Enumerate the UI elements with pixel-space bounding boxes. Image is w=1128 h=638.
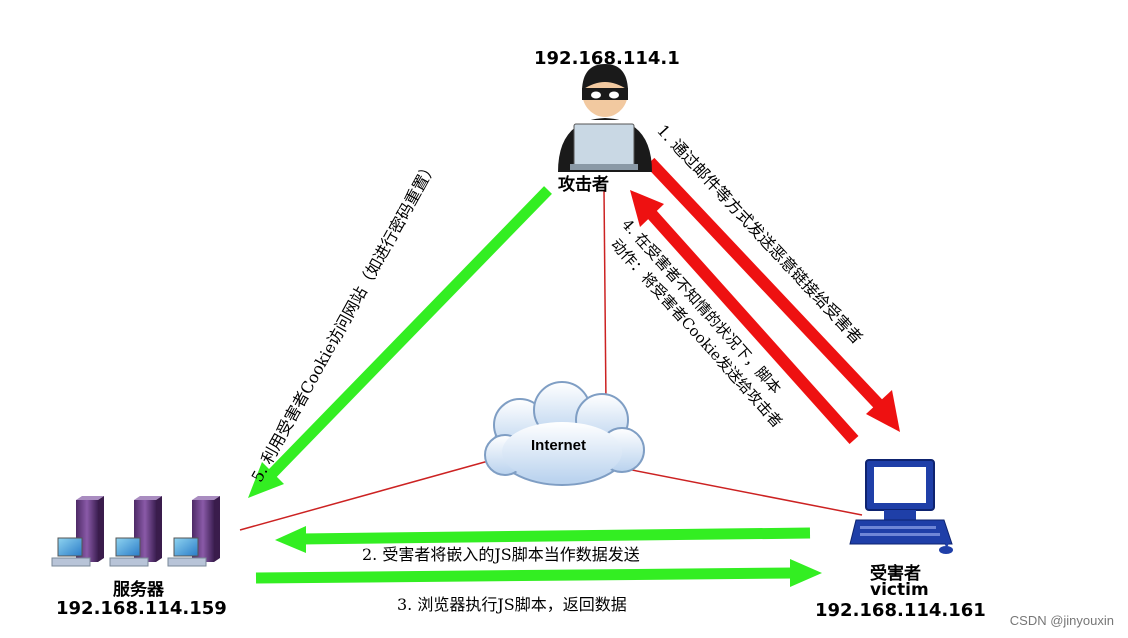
computer-icon bbox=[849, 459, 953, 554]
link-victim-internet bbox=[631, 469, 863, 516]
arrow-step-2 bbox=[275, 526, 811, 553]
step-2-label: 2. 受害者将嵌入的JS脚本当作数据发送 bbox=[362, 545, 640, 564]
arrow-step-4 bbox=[630, 190, 859, 445]
step-3-label: 3. 浏览器执行JS脚本，返回数据 bbox=[397, 595, 627, 614]
watermark: CSDN @jinyouxin bbox=[1009, 613, 1114, 628]
server-icon bbox=[51, 496, 220, 567]
server-label: 服务器 bbox=[113, 580, 164, 600]
arrow-step-5 bbox=[248, 186, 552, 498]
attacker-ip: 192.168.114.1 bbox=[534, 48, 680, 69]
link-server-internet bbox=[239, 459, 493, 531]
hacker-icon bbox=[558, 64, 652, 172]
server-ip: 192.168.114.159 bbox=[56, 598, 227, 619]
link-attacker-internet bbox=[603, 189, 607, 406]
network-links bbox=[239, 189, 863, 531]
victim-ip: 192.168.114.161 bbox=[815, 600, 986, 621]
cloud-icon bbox=[484, 381, 645, 486]
arrow-step-1 bbox=[645, 157, 900, 432]
victim-sublabel: victim bbox=[870, 580, 929, 600]
arrow-step-3 bbox=[255, 559, 822, 587]
victim-label: 受害者 bbox=[870, 564, 921, 584]
attacker-label: 攻击者 bbox=[558, 175, 609, 195]
internet-label: Internet bbox=[531, 437, 587, 454]
